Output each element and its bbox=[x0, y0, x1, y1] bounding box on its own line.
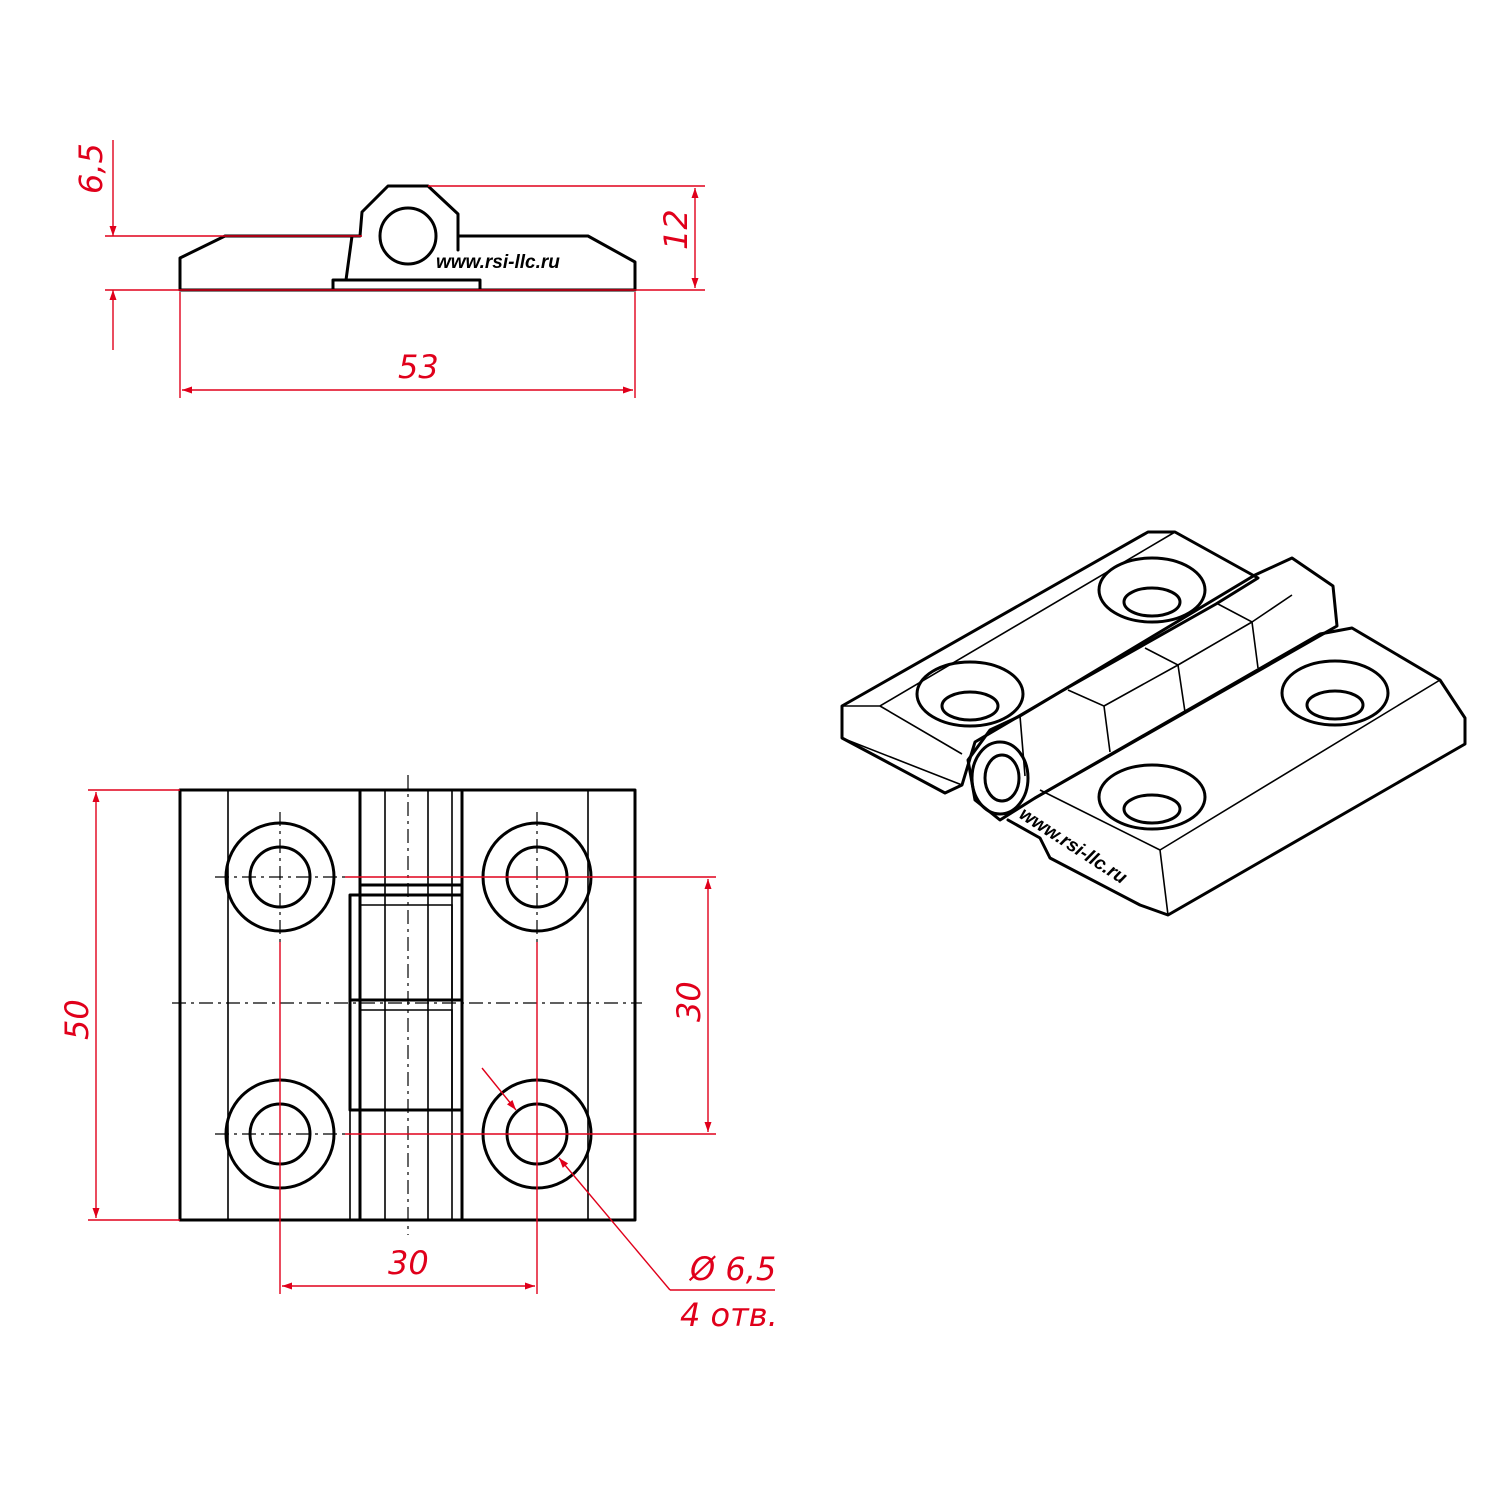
dim-30v-label: 30 bbox=[670, 981, 708, 1022]
iso-hole-front-1 bbox=[1280, 659, 1390, 727]
iso-countersink bbox=[1280, 659, 1390, 727]
iso-hole bbox=[1122, 586, 1182, 618]
isometric-view: www.rsi-llc.ru bbox=[840, 530, 1467, 917]
iso-hole-front-2 bbox=[1097, 763, 1207, 831]
dim-diameter-arrow-in bbox=[481, 1067, 517, 1111]
side-view-base-step bbox=[331, 278, 482, 292]
iso-knuckle-facets bbox=[1019, 594, 1293, 777]
dim-hole-count-label: 4 отв. bbox=[680, 1296, 778, 1334]
front-view-knuckle-segment-inner bbox=[349, 904, 453, 1220]
iso-knuckle bbox=[966, 556, 1339, 822]
dim-6-5-label: 6,5 bbox=[72, 143, 110, 194]
side-view-pin-hole bbox=[378, 206, 438, 266]
dim-30h-label: 30 bbox=[388, 1244, 429, 1282]
side-view: www.rsi-llc.ru 6,5 12 53 bbox=[72, 140, 705, 398]
iso-left-leaf-chamfer bbox=[841, 531, 1176, 786]
side-view-outline bbox=[178, 184, 637, 292]
dim-diameter-label: Ø 6,5 bbox=[688, 1250, 776, 1288]
iso-right-leaf bbox=[1006, 626, 1467, 917]
iso-hole bbox=[940, 690, 1000, 722]
dim-50-label: 50 bbox=[58, 999, 96, 1040]
iso-hole-back-1 bbox=[1097, 556, 1207, 624]
iso-pin-end-inner bbox=[983, 753, 1021, 803]
hole-top-left bbox=[215, 812, 345, 942]
iso-url: www.rsi-llc.ru bbox=[1015, 804, 1131, 889]
iso-countersink bbox=[915, 660, 1025, 728]
front-view-knuckle-segment bbox=[348, 883, 464, 1112]
dim-53-label: 53 bbox=[398, 348, 439, 386]
iso-hole bbox=[1122, 793, 1182, 825]
iso-countersink bbox=[1097, 556, 1207, 624]
side-view-url: www.rsi-llc.ru bbox=[436, 252, 560, 273]
iso-countersink bbox=[1097, 763, 1207, 831]
iso-hole-back-2 bbox=[915, 660, 1025, 728]
iso-pin-end-outer bbox=[970, 740, 1030, 816]
front-view: 50 30 30 Ø 6,5 4 отв. bbox=[58, 775, 778, 1334]
side-view-knuckle-left bbox=[344, 234, 354, 282]
dim-12-label: 12 bbox=[657, 209, 695, 250]
iso-hole bbox=[1305, 689, 1365, 721]
iso-right-leaf-chamfer bbox=[1039, 679, 1466, 916]
front-view-outline bbox=[178, 788, 637, 1222]
dim-diameter-arrow-out bbox=[558, 1157, 671, 1291]
